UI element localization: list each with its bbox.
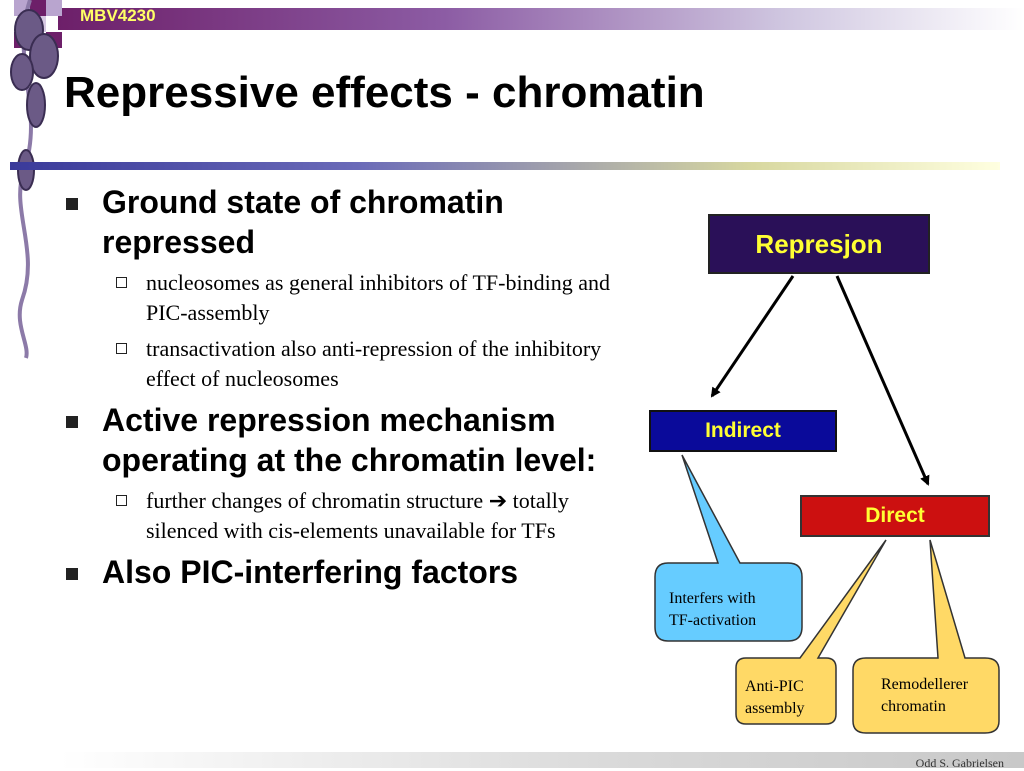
square-bullet-icon [66, 198, 78, 210]
bullet-item: Active repression mechanism operating at… [62, 400, 642, 480]
sub-bullet-item: transactivation also anti-repression of … [62, 334, 642, 394]
callout-line: Remodellerer [881, 676, 969, 693]
callout-antipic-text: Anti-PIC assembly [745, 676, 805, 720]
bullet-text: Also PIC-interfering factors [102, 554, 519, 590]
callout-antipic-shape [735, 539, 887, 725]
callout-remodel-shape [852, 539, 1000, 734]
sub-bullet-item: further changes of chromatin structure ➔… [62, 486, 642, 546]
bullet-text: Ground state of chromatin repressed [102, 184, 504, 260]
callout-line: Interfers with [669, 590, 756, 607]
callout-line: assembly [745, 700, 805, 717]
sub-bullet-text: nucleosomes as general inhibitors of TF-… [146, 270, 610, 325]
callout-indirect-text: Interfers with TF-activation [669, 588, 756, 632]
callout-line: TF-activation [669, 612, 757, 629]
bullet-text: Active repression mechanism operating at… [102, 402, 597, 478]
sub-bullet-text: transactivation also anti-repression of … [146, 336, 602, 391]
callout-line: Anti-PIC [745, 678, 804, 695]
course-code: MBV4230 [80, 6, 156, 25]
header-bar [58, 8, 1024, 30]
footer-author: Odd S. Gabrielsen [915, 756, 1004, 770]
arrow-to-indirect [710, 275, 795, 398]
bullet-item: Ground state of chromatin repressed [62, 182, 642, 262]
sub-bullet-text: further changes of chromatin structure ➔… [146, 488, 569, 543]
callout-indirect-shape [654, 454, 803, 642]
sub-bullet-item: nucleosomes as general inhibitors of TF-… [62, 268, 642, 328]
square-bullet-icon [66, 568, 78, 580]
square-bullet-icon [66, 416, 78, 428]
bullet-list: Ground state of chromatin repressed nucl… [62, 182, 642, 598]
slide-title: Repressive effects - chromatin [64, 68, 705, 117]
title-divider [10, 162, 1000, 170]
callout-remodel-text: Remodellerer chromatin [881, 674, 968, 718]
indirect-box: Indirect [649, 410, 837, 452]
footer-bar [60, 752, 1024, 768]
hollow-square-bullet-icon [116, 343, 127, 354]
hollow-square-bullet-icon [116, 495, 127, 506]
represjon-box: Represjon [708, 214, 930, 274]
direct-box: Direct [800, 495, 990, 537]
hollow-square-bullet-icon [116, 277, 127, 288]
decorative-vine-icon [10, 0, 62, 359]
callout-line: chromatin [881, 698, 946, 715]
arrow-to-direct [835, 275, 930, 486]
bullet-item: Also PIC-interfering factors [62, 552, 642, 592]
